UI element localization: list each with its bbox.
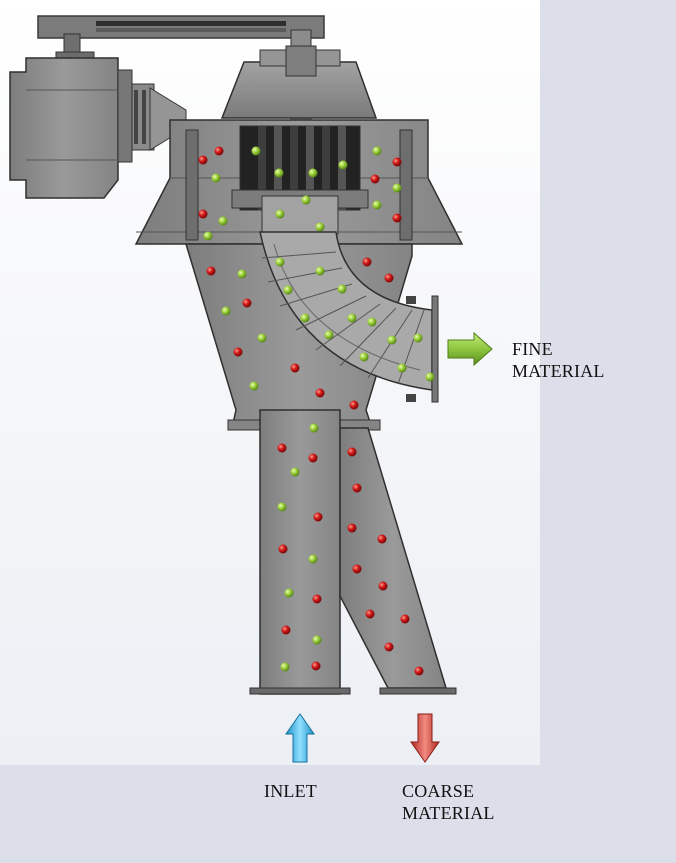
fine-particle	[275, 209, 285, 219]
coarse-particle	[384, 273, 394, 283]
fine-particle	[359, 352, 369, 362]
fine-particle	[308, 168, 318, 178]
fine-particle	[367, 317, 377, 327]
fine-particle	[301, 195, 311, 205]
fine-particle	[251, 146, 261, 156]
inlet-label: INLET	[264, 781, 317, 801]
fine-particle	[290, 467, 300, 477]
fine-particle	[413, 333, 423, 343]
coarse-particle	[198, 209, 208, 219]
coarse-particle	[313, 512, 323, 522]
fine-particle	[237, 269, 247, 279]
coarse-particle	[377, 534, 387, 544]
coarse-particle	[414, 666, 424, 676]
fine-particle	[284, 588, 294, 598]
fine-particle	[249, 381, 259, 391]
fine-particle	[221, 306, 231, 316]
coarse-particle	[278, 544, 288, 554]
coarse-particle	[277, 443, 287, 453]
coarse-particle	[290, 363, 300, 373]
coarse-particle	[392, 213, 402, 223]
inlet-pipe	[249, 409, 351, 695]
fine-particle	[338, 160, 348, 170]
coarse-particle	[198, 155, 208, 165]
fine-particle	[283, 285, 293, 295]
fine-particle	[372, 200, 382, 210]
fine-particle	[280, 662, 290, 672]
particles	[198, 146, 435, 676]
coarse-label-line1: COARSE	[402, 781, 475, 801]
fine-particle	[277, 502, 287, 512]
coarse-particle	[352, 483, 362, 493]
coarse-material-label: COARSE MATERIAL	[402, 780, 495, 824]
inlet-arrow	[285, 713, 315, 763]
fine-particle	[203, 231, 213, 241]
coarse-particle	[400, 614, 410, 624]
coarse-particle	[384, 642, 394, 652]
coarse-particle	[214, 146, 224, 156]
coarse-chute	[339, 427, 457, 695]
fine-label-line2: MATERIAL	[512, 361, 605, 381]
fine-particle	[397, 363, 407, 373]
coarse-particle	[233, 347, 243, 357]
rotor-cage	[231, 125, 369, 235]
fine-particle	[211, 173, 221, 183]
coarse-particle	[281, 625, 291, 635]
coarse-particle	[311, 661, 321, 671]
fine-particle	[308, 554, 318, 564]
coarse-material-arrow	[410, 713, 440, 763]
coarse-particle	[352, 564, 362, 574]
fine-particle	[275, 257, 285, 267]
fine-particle	[315, 222, 325, 232]
fine-particle	[312, 635, 322, 645]
fine-particle	[218, 216, 228, 226]
fine-particle	[315, 266, 325, 276]
fine-particle	[324, 330, 334, 340]
coarse-particle	[362, 257, 372, 267]
fine-particle	[347, 313, 357, 323]
coarse-particle	[312, 594, 322, 604]
fine-particle	[392, 183, 402, 193]
motor	[9, 51, 187, 199]
fine-particle	[337, 284, 347, 294]
fine-particle	[274, 168, 284, 178]
coarse-particle	[370, 174, 380, 184]
top-hood	[220, 45, 378, 119]
fine-particle	[387, 335, 397, 345]
coarse-label-line2: MATERIAL	[402, 803, 495, 823]
coarse-particle	[392, 157, 402, 167]
coarse-particle	[378, 581, 388, 591]
outlet-elbow	[259, 231, 439, 403]
fine-particle	[300, 313, 310, 323]
fine-particle	[425, 372, 435, 382]
fine-material-label: FINE MATERIAL	[512, 338, 605, 382]
coarse-particle	[365, 609, 375, 619]
coarse-particle	[347, 447, 357, 457]
coarse-particle	[315, 388, 325, 398]
fine-particle	[372, 146, 382, 156]
coarse-particle	[242, 298, 252, 308]
coarse-particle	[347, 523, 357, 533]
fine-particle	[309, 423, 319, 433]
fine-particle	[257, 333, 267, 343]
coarse-particle	[349, 400, 359, 410]
coarse-particle	[308, 453, 318, 463]
fine-material-arrow	[447, 331, 493, 367]
coarse-particle	[206, 266, 216, 276]
fine-label-line1: FINE	[512, 339, 553, 359]
